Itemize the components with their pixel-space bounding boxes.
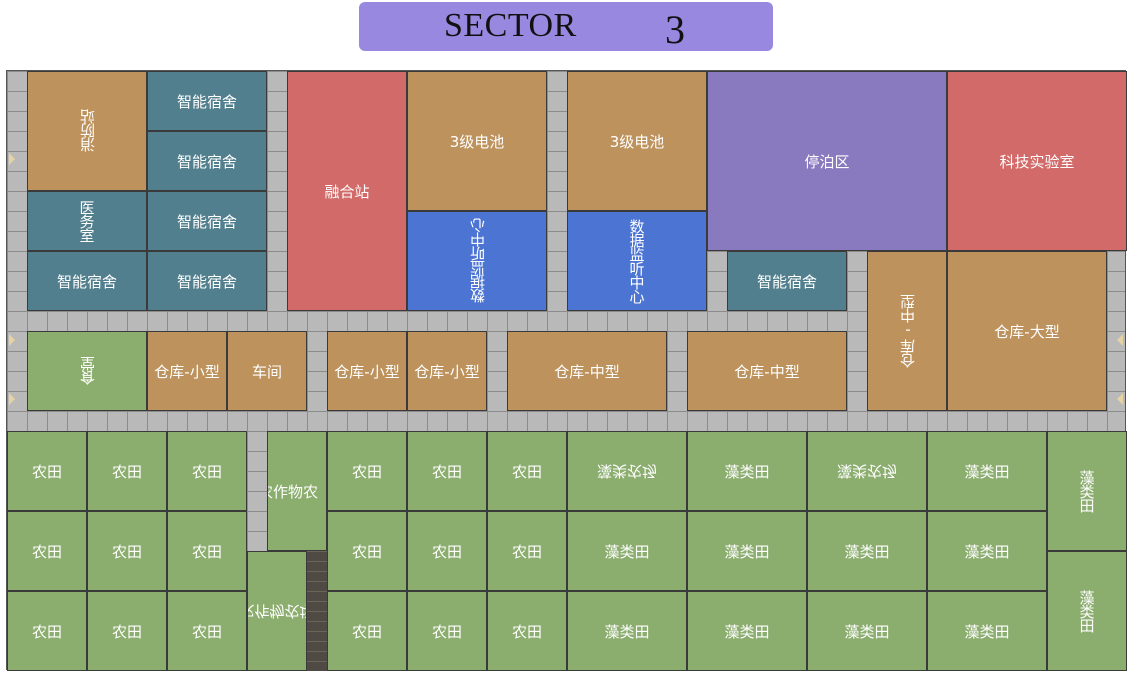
road-entrance-marker [1117,334,1123,346]
building-algae-field[interactable]: 藻类田 [927,431,1047,511]
road-entrance-marker [9,334,15,346]
building-algae-farm[interactable]: 藻类农场 [807,431,927,511]
building-smart-dorm[interactable]: 智能宿舍 [147,251,267,311]
building-algae-field[interactable]: 藻类田 [807,591,927,671]
building-warehouse-small[interactable]: 仓库-小型 [407,331,487,411]
building-farm[interactable]: 农田 [167,431,247,511]
building-warehouse-large[interactable]: 仓库-大型 [947,251,1107,411]
building-canteen[interactable]: 食堂 [27,331,147,411]
building-warehouse-medium[interactable]: 仓库-中型 [507,331,667,411]
building-farm[interactable]: 农田 [327,431,407,511]
building-tech-lab[interactable]: 科技实验室 [947,71,1127,251]
building-farm[interactable]: 农田 [327,591,407,671]
building-farm[interactable]: 农田 [487,591,567,671]
sector-number: 3 [665,7,685,52]
building-crop-farm[interactable]: 农作物农场 [247,551,307,671]
building-algae-field[interactable]: 藻类田 [567,591,687,671]
building-farm[interactable]: 农田 [7,511,87,591]
building-fire-station[interactable]: 消防站 [27,71,147,191]
building-farm[interactable]: 农田 [487,431,567,511]
building-warehouse-medium[interactable]: 仓库-中型 [687,331,847,411]
building-algae-field[interactable]: 藻类田 [927,591,1047,671]
building-algae-field[interactable]: 藻类田 [1047,551,1127,671]
road-entrance-marker [1117,393,1123,405]
building-farm[interactable]: 农田 [407,591,487,671]
building-smart-dorm[interactable]: 智能宿舍 [147,191,267,251]
building-farm[interactable]: 农田 [167,591,247,671]
building-farm[interactable]: 农田 [487,511,567,591]
building-algae-field[interactable]: 藻类田 [567,511,687,591]
building-fusion-station[interactable]: 融合站 [287,71,407,311]
building-farm[interactable]: 农田 [87,591,167,671]
building-farm[interactable]: 农田 [407,511,487,591]
building-smart-dorm[interactable]: 智能宿舍 [147,71,267,131]
building-warehouse-small[interactable]: 仓库-小型 [147,331,227,411]
building-clinic[interactable]: 医务室 [27,191,147,251]
building-farm[interactable]: 农田 [7,431,87,511]
building-workshop[interactable]: 车间 [227,331,307,411]
building-warehouse-small[interactable]: 仓库-小型 [327,331,407,411]
building-algae-field[interactable]: 藻类田 [1047,431,1127,551]
sector-title: SECTOR [444,7,577,44]
road-entrance-marker [9,393,15,405]
building-algae-field[interactable]: 藻类田 [687,591,807,671]
building-farm[interactable]: 农田 [327,511,407,591]
road-entrance-marker [9,153,15,165]
building-algae-field[interactable]: 藻类田 [687,431,807,511]
building-smart-dorm[interactable]: 智能宿舍 [147,131,267,191]
building-farm[interactable]: 农田 [167,511,247,591]
sector-title-banner: SECTOR 3 [359,2,773,52]
building-battery-l3[interactable]: 3级电池 [567,71,707,211]
building-algae-field[interactable]: 藻类田 [927,511,1047,591]
building-algae-farm[interactable]: 藻类农场 [567,431,687,511]
building-farm[interactable]: 农田 [87,511,167,591]
building-parking[interactable]: 停泊区 [707,71,947,251]
sector-map[interactable]: 消防站 智能宿舍 智能宿舍 医务室 智能宿舍 智能宿舍 智能宿舍 融合站 3级电… [6,70,1127,671]
building-data-center[interactable]: 数据监听中心 [407,211,547,311]
building-smart-dorm[interactable]: 智能宿舍 [27,251,147,311]
building-farm[interactable]: 农田 [407,431,487,511]
building-data-center[interactable]: 数据监听中心 [567,211,707,311]
building-farm[interactable]: 农田 [7,591,87,671]
building-farm[interactable]: 农田 [87,431,167,511]
building-algae-field[interactable]: 藻类田 [687,511,807,591]
building-algae-field[interactable]: 藻类田 [807,511,927,591]
building-warehouse-medium[interactable]: 仓库-中型 [867,251,947,411]
building-smart-dorm[interactable]: 智能宿舍 [727,251,847,311]
dark-conveyor-strip [307,551,327,671]
building-battery-l3[interactable]: 3级电池 [407,71,547,211]
